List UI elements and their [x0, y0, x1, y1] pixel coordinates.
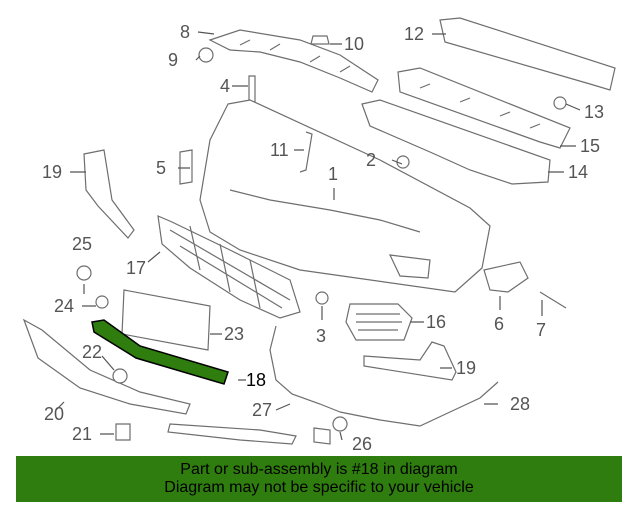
part-8-support-bracket	[208, 29, 379, 93]
part-1-bumper-cover	[199, 99, 491, 293]
part-6-lamp-bracket	[483, 261, 529, 293]
callout-19-upper: 19	[42, 162, 62, 182]
part-13-bolt	[553, 96, 567, 110]
part-23-license-bracket	[121, 289, 211, 351]
callout-28: 28	[510, 394, 530, 414]
callout-2: 2	[366, 150, 376, 170]
part-20-lower-spoiler	[22, 318, 191, 415]
part-15-energy-absorber	[397, 67, 571, 149]
part-20-lower-lip	[167, 423, 297, 445]
callout-27: 27	[252, 400, 272, 420]
callout-15: 15	[580, 136, 600, 156]
part-28-harness	[339, 381, 499, 427]
info-banner: Part or sub-assembly is #18 in diagram D…	[16, 456, 622, 502]
callout-25: 25	[72, 234, 92, 254]
callout-3: 3	[316, 326, 326, 346]
callout-16: 16	[426, 312, 446, 332]
callout-24: 24	[54, 296, 74, 316]
part-14-reinforcement	[361, 99, 551, 185]
callout-9: 9	[168, 50, 178, 70]
callout-23: 23	[224, 324, 244, 344]
callout-4: 4	[220, 76, 230, 96]
part-24-bolt	[95, 295, 109, 309]
part-4-stud	[248, 75, 256, 103]
part-22-nut	[112, 368, 128, 384]
callout-6: 6	[494, 314, 504, 334]
callout-11: 11	[270, 140, 289, 160]
part-25-bolt	[76, 265, 92, 281]
callout-10: 10	[344, 34, 364, 54]
part-9-screw	[198, 47, 214, 63]
part-3-pushpin	[315, 291, 329, 305]
part-5-clip	[179, 149, 193, 185]
part-26-sensor	[332, 416, 348, 432]
callout-8: 8	[180, 22, 190, 42]
parts-diagram: 8 9 10 4 12 13 15 14 2 11 5 1 19 17 25 2…	[22, 17, 616, 454]
callout-18: 18	[246, 370, 266, 390]
part-10-clip	[310, 35, 330, 45]
part-2-pushpin	[396, 155, 410, 169]
part-27-harness	[269, 325, 341, 413]
part-18-highlighted-molding	[91, 319, 229, 385]
callout-14: 14	[568, 162, 588, 182]
callout-20: 20	[44, 404, 64, 424]
callout-26: 26	[352, 434, 372, 454]
callout-17: 17	[126, 258, 146, 278]
callout-22: 22	[82, 342, 102, 362]
banner-line-2: Diagram may not be specific to your vehi…	[164, 479, 474, 496]
part-11-bracket	[299, 131, 313, 173]
part-12-absorber	[439, 17, 616, 91]
callout-21: 21	[72, 424, 92, 444]
callout-13: 13	[584, 102, 604, 122]
banner-line-1: Part or sub-assembly is #18 in diagram	[180, 461, 458, 478]
callout-5: 5	[156, 158, 166, 178]
part-19-side-bracket-left	[83, 149, 135, 239]
callout-1: 1	[328, 164, 338, 184]
part-19-lower-bracket	[363, 341, 457, 381]
part-21-clip	[115, 423, 131, 441]
callout-7: 7	[536, 320, 546, 340]
callout-19-lower: 19	[456, 358, 476, 378]
callout-12: 12	[404, 24, 424, 44]
part-7-bolt	[539, 291, 567, 309]
